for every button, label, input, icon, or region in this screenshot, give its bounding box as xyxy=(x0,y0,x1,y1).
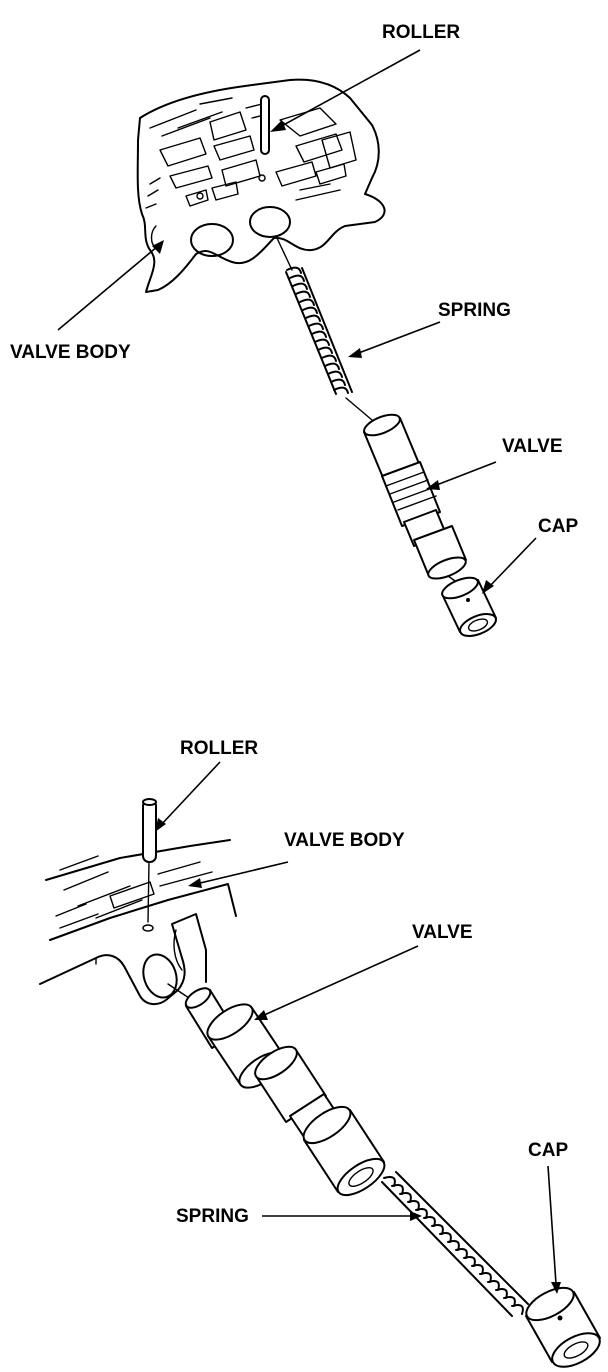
upper-spring-part xyxy=(275,235,373,421)
lower-valve-part xyxy=(167,983,386,1197)
upper-roller-label: ROLLER xyxy=(382,22,460,43)
lower-diagram: ROLLER VALVE BODY VALVE CAP SPRING xyxy=(39,738,601,1368)
lower-spring-part xyxy=(381,1171,529,1317)
upper-roller-part xyxy=(260,95,270,155)
upper-valve-body-label: VALVE BODY xyxy=(10,342,131,363)
lower-roller-part xyxy=(142,798,157,923)
upper-cap-part xyxy=(441,576,497,637)
upper-valve-label: VALVE xyxy=(502,436,563,457)
upper-spring-label: SPRING xyxy=(438,300,511,321)
upper-cap-label: CAP xyxy=(538,516,578,537)
upper-leader-lines xyxy=(57,49,537,594)
lower-valve-body-drawing xyxy=(39,839,237,1006)
lower-roller-label: ROLLER xyxy=(180,738,258,759)
upper-diagram: ROLLER SPRING VALVE BODY VALVE CAP xyxy=(10,22,578,637)
lower-cap-label: CAP xyxy=(528,1140,568,1161)
lower-cap-part xyxy=(525,1286,601,1368)
lower-valve-body-label: VALVE BODY xyxy=(284,830,405,851)
lower-valve-label: VALVE xyxy=(412,922,473,943)
lower-spring-label: SPRING xyxy=(176,1206,249,1227)
upper-valve-part xyxy=(363,413,469,591)
lower-leader-lines xyxy=(155,761,561,1294)
